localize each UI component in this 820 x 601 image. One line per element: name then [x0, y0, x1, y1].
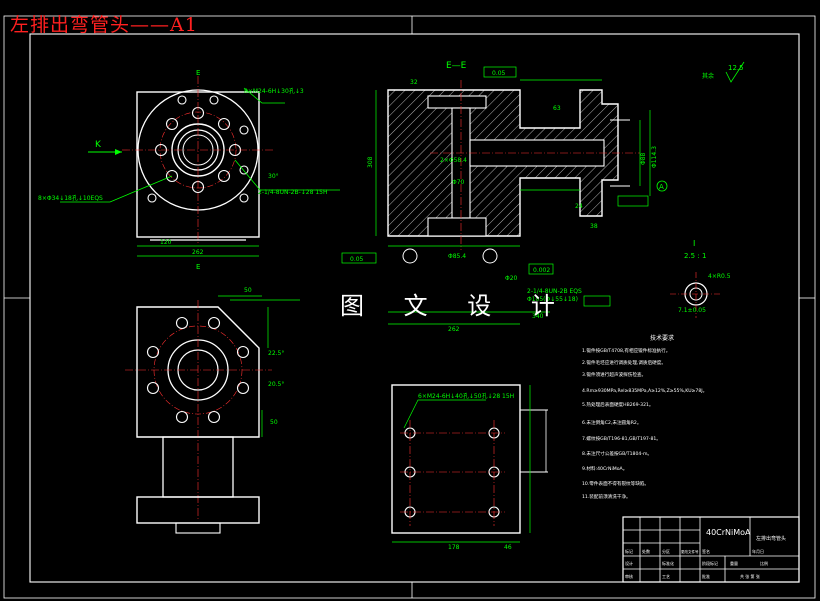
section-ee-view: E—E 308 32 Φ70 2×Φ58.4 63 38 24 Φ	[341, 61, 745, 333]
dim-854: Φ85.4	[448, 253, 466, 260]
dim-262-a: 262	[192, 249, 204, 256]
thread-callout-1: 8×M24-6H↓30孔↓3	[244, 87, 304, 95]
dim-20: Φ20	[505, 275, 518, 282]
note-line: 10.零件表面不得有裂纹等缺陷。	[582, 480, 649, 487]
note-line: 11.装配前须清洗干净。	[582, 493, 631, 500]
dim-24: 24	[575, 203, 583, 210]
note-line: 9.材料:40CrNiMoA。	[582, 465, 627, 472]
dim-38: 38	[590, 223, 598, 230]
dim-262-b: 262	[448, 326, 460, 333]
title-block-cell: 分区	[662, 548, 670, 554]
datum-a: A	[659, 183, 664, 191]
title-block-cell: 设计	[625, 560, 633, 566]
detail-radius: 4×R0.5	[708, 273, 731, 280]
section-e-bottom: E	[196, 263, 200, 271]
detail-width: 7.1±0.05	[678, 307, 706, 314]
technical-notes: 技术要求 1.锻件按GB/T4708,有相应锻件标准执行。 2.锻件毛坯应进行调…	[582, 334, 707, 500]
detail-scale: 2.5 : 1	[684, 252, 706, 260]
side-view: 50 50 22.5° 20.5°	[125, 287, 300, 534]
thread-callout-5: 2-1/4-8UN-2B EQS	[527, 288, 582, 295]
side-body-outline	[136, 306, 260, 438]
part-name-label: 左排出弯管头	[756, 535, 786, 542]
dim-308: 308	[367, 156, 374, 168]
title-block	[622, 516, 800, 583]
note-line: 1.锻件按GB/T4708,有相应锻件标准执行。	[582, 347, 670, 354]
title-block-cell: 签名	[702, 548, 710, 554]
note-line: 4.Rm≥930MPa,Rel≥835MPa,A≥12%,Z≥55%,KU≥78…	[582, 388, 707, 394]
k-view-outline	[391, 384, 521, 534]
dim-120: 120	[160, 239, 172, 246]
title-block-cell: 重量	[730, 560, 738, 566]
thread-callout-2: 2-1/4-8UN-2B-↓28 15H	[258, 189, 327, 196]
side-bolt-holes	[146, 316, 250, 424]
title-block-cell: 共 张 第 张	[740, 573, 760, 579]
tol-005-b: 0.05	[350, 256, 364, 263]
thread-callout-3: 8×Φ34↓18孔↓10EQS	[38, 194, 103, 202]
section-e-top: E	[196, 69, 200, 77]
roughness-value: 12.5	[728, 64, 744, 72]
watermark-text: 图 文 设 计	[340, 292, 571, 320]
title-block-cell: 批准	[702, 573, 710, 579]
title-block-cell: 更改文件号	[681, 549, 699, 554]
thread-callout-6: Φ105(Φ↓55↓18)	[527, 296, 578, 303]
k-arrow-label: K	[95, 140, 102, 150]
dim-63: 63	[553, 105, 561, 112]
k-view-holes	[404, 427, 500, 518]
title-block-cell: 工艺	[662, 574, 670, 579]
title-block-cell: 比例	[760, 560, 768, 566]
note-line: 2.锻件毛坯应进行调质处理,调质后硬度。	[582, 359, 666, 366]
section-title: E—E	[446, 61, 467, 71]
dim-178: 178	[448, 544, 460, 551]
material-label: 40CrNiMoA	[706, 528, 751, 537]
dim-114: Φ114.3	[651, 146, 658, 168]
note-line: 8.未注尺寸公差按GB/T1804-m。	[582, 450, 652, 457]
notes-heading: 技术要求	[650, 334, 674, 342]
outer-border	[3, 15, 816, 599]
dim-70: Φ70	[452, 179, 465, 186]
k-view: 6×M24-6H↓40孔↓50孔↓28 15H 178 46	[391, 384, 548, 551]
note-line: 3.锻件须进行超声波探伤检查。	[582, 371, 646, 378]
inner-border	[29, 33, 800, 583]
remainder-label: 其余	[702, 72, 714, 80]
drawing-title: 左排出弯管头——A1	[10, 14, 198, 36]
detail-label: I	[693, 239, 695, 248]
angle-30: 30°	[268, 173, 279, 180]
dim-254: 2×Φ58.4	[440, 157, 467, 164]
title-block-cell: 标记	[625, 548, 633, 554]
dim-340: 340	[532, 313, 544, 320]
dim-50-b: 50	[270, 419, 278, 426]
dim-32: 32	[410, 79, 418, 86]
title-block-cell: 标准化	[662, 560, 674, 566]
tol-002: 0.002	[533, 267, 550, 274]
angle-225: 22.5°	[268, 350, 284, 357]
dim-50-a: 50	[244, 287, 252, 294]
dim-46: 46	[504, 544, 512, 551]
title-block-cell: 审核	[625, 573, 633, 579]
detail-i-view: I 2.5 : 1 4×R0.5 7.1±0.05	[670, 239, 731, 318]
flange-front-view: K E 8×M24-6H↓30孔↓3 8×Φ34↓18孔↓10EQS 2-1/4…	[38, 69, 340, 271]
note-line: 5.热处理后表面硬度HB269-321。	[582, 401, 654, 408]
note-line: 7.螺纹按GB/T196-81,GB/T197-81。	[582, 435, 661, 442]
tolerance-frames	[341, 66, 649, 307]
note-line: 6.未注倒角C2,未注圆角R2。	[582, 419, 641, 426]
angle-205: 20.5°	[268, 381, 284, 388]
title-block-cell: 年月日	[752, 548, 764, 554]
zone-ticks	[4, 16, 815, 598]
tol-005-a: 0.05	[492, 70, 506, 77]
title-block-cell: 处数	[642, 548, 650, 554]
dim-88: Φ88	[640, 152, 647, 165]
thread-callout-4: 6×M24-6H↓40孔↓50孔↓28 15H	[418, 392, 514, 400]
title-block-cell: 阶段标记	[702, 560, 718, 566]
